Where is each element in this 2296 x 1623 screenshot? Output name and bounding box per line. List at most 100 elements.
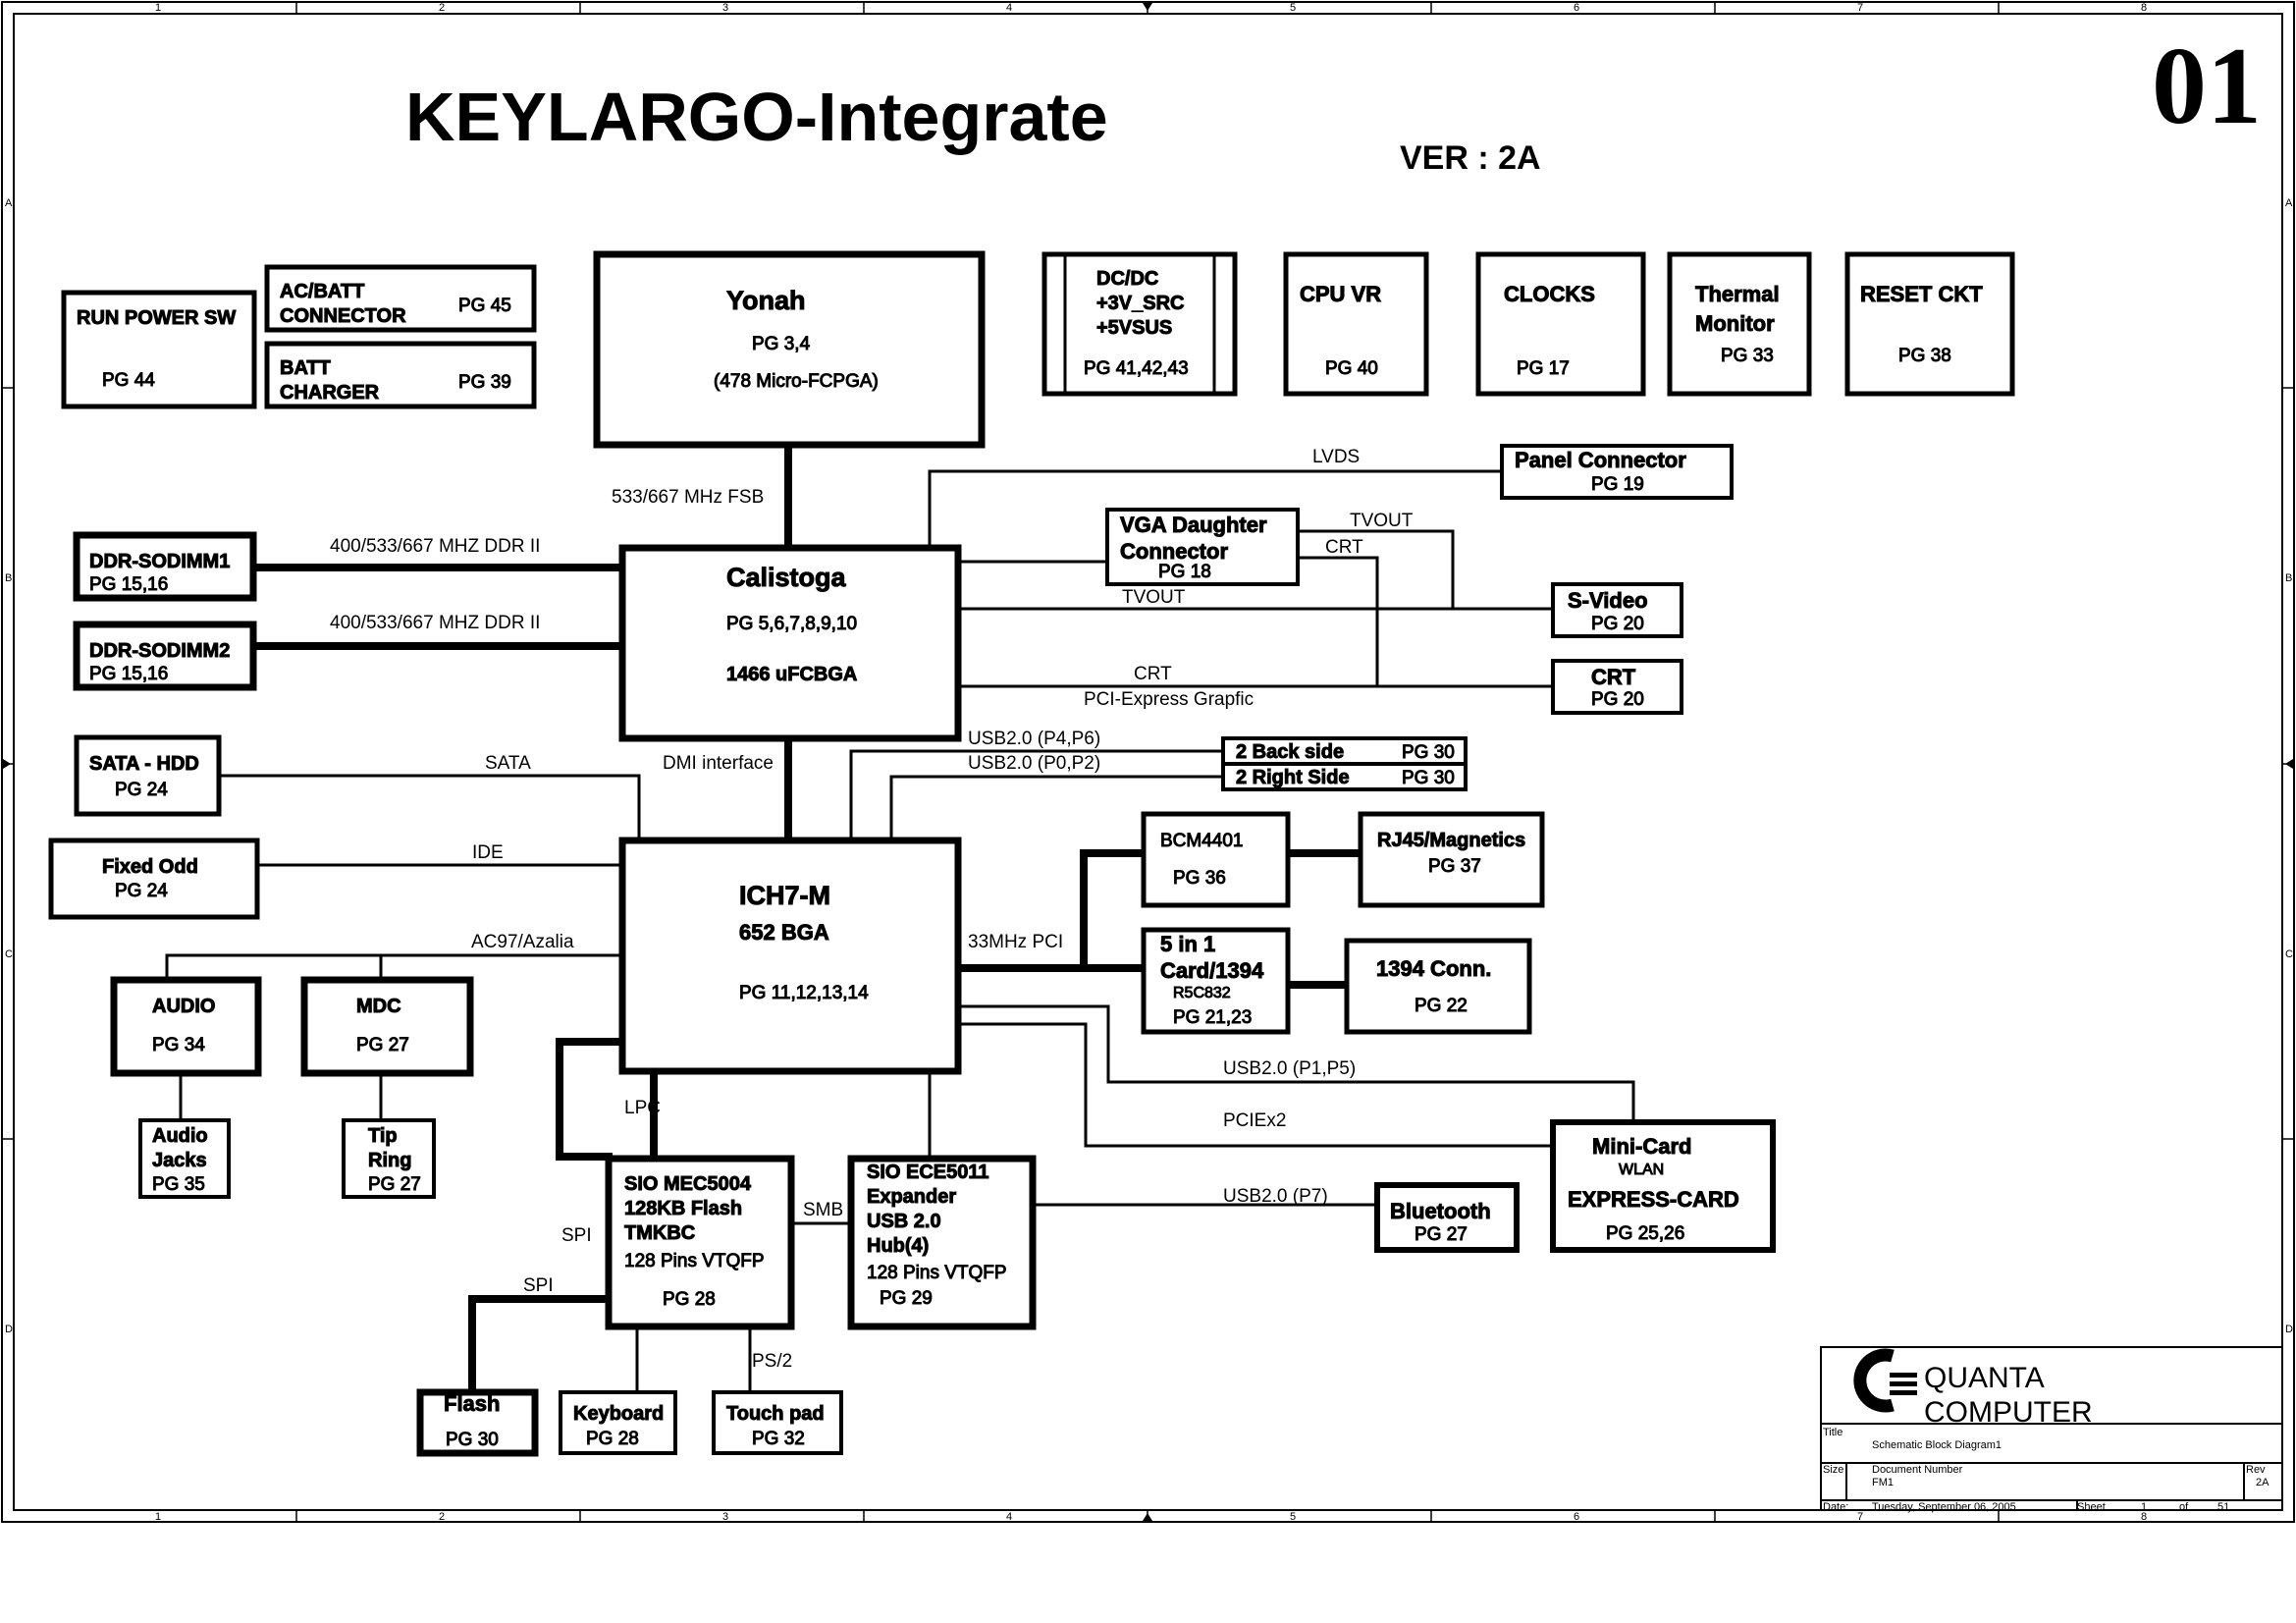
block-name: Monitor (1695, 311, 1775, 336)
block-name: Hub(4) (867, 1235, 929, 1257)
block-name: S-Video (1568, 588, 1648, 613)
pcie-graphic-label: PCI-Express Grapfic (1084, 689, 1254, 710)
tip-ring-block: Tip Ring PG 27 (342, 1118, 436, 1199)
block-subtitle: WLAN (1619, 1162, 1664, 1178)
usb-p0p2-label: USB2.0 (P0,P2) (968, 753, 1100, 774)
block-name: Connector (1120, 539, 1228, 564)
diagram-title: KEYLARGO-Integrate (405, 79, 1108, 155)
sheet-field-value: 1 (2141, 1501, 2147, 1513)
block-name: Expander (867, 1186, 956, 1208)
block-name: 2 Back side (1236, 741, 1344, 763)
block-page: PG 33 (1721, 346, 1774, 366)
col-label: 5 (1290, 1511, 1296, 1523)
ddr2-bus-label: 400/533/667 MHZ DDR II (330, 613, 540, 633)
spi-flash-line (468, 1295, 613, 1396)
thermal-monitor-block: Thermal Monitor PG 33 (1667, 251, 1812, 397)
row-label: A (2285, 197, 2293, 209)
company-name: QUANTA (1924, 1362, 2045, 1394)
col-label: 3 (722, 1511, 728, 1523)
crt-label: CRT (1134, 664, 1172, 684)
block-page: PG 20 (1591, 614, 1644, 634)
crt-vga-label: CRT (1325, 537, 1363, 558)
company-name: COMPUTER (1924, 1396, 2093, 1429)
ps2-label: PS/2 (752, 1351, 792, 1372)
col-label: 8 (2141, 2, 2147, 14)
block-name: RJ45/Magnetics (1377, 830, 1525, 851)
tvout-label: TVOUT (1122, 587, 1186, 608)
block-name: Tip (368, 1125, 398, 1147)
docnum-field-value: FM1 (1872, 1477, 1894, 1488)
col-label: 4 (1006, 2, 1012, 14)
usb-back-side-block: 2 Back side PG 30 (1221, 736, 1468, 766)
batt-charger-block: BATT CHARGER PG 39 (264, 341, 537, 409)
rev-field-value: 2A (2256, 1477, 2269, 1488)
block-page: PG 20 (1591, 689, 1644, 710)
block-page: PG 15,16 (89, 574, 168, 595)
ac-batt-connector-block: AC/BATT CONNECTOR PG 45 (264, 264, 537, 333)
lpc-spi-line (556, 1038, 626, 1161)
block-name: BATT (280, 357, 331, 379)
pciex2-label: PCIEx2 (1223, 1110, 1286, 1131)
block-name: CLOCKS (1504, 282, 1595, 306)
block-page: PG 3,4 (752, 334, 811, 354)
block-subtitle: 1466 uFCBGA (726, 664, 857, 685)
col-label: 7 (1857, 1511, 1863, 1523)
row-label: C (5, 948, 13, 960)
block-name: ICH7-M (739, 881, 830, 910)
pciex2-line (956, 1022, 1555, 1148)
usb-p0p2-line (889, 775, 1225, 842)
usb-p1p5-line (956, 1004, 1635, 1124)
sio-mec5004-block: SIO MEC5004 128KB Flash TMKBC 128 Pins V… (605, 1155, 795, 1330)
block-name: AC/BATT (280, 281, 364, 302)
block-name: +5VSUS (1096, 317, 1172, 339)
block-name: DC/DC (1096, 268, 1158, 290)
touchpad-block: Touch pad PG 32 (712, 1390, 843, 1455)
audio-jacks-block: Audio Jacks PG 35 (138, 1118, 231, 1199)
sata-label: SATA (485, 753, 531, 774)
block-subtitle: 128 Pins VTQFP (624, 1251, 765, 1271)
block-name: CRT (1591, 665, 1636, 689)
block-page: PG 21,23 (1173, 1007, 1252, 1028)
block-page: PG 24 (115, 881, 168, 901)
fsb-label: 533/667 MHz FSB (612, 487, 764, 508)
calistoga-block: Calistoga PG 5,6,7,8,9,10 1466 uFCBGA (618, 544, 962, 742)
quanta-logo-icon (1853, 1348, 1917, 1413)
usb-p7-label: USB2.0 (P7) (1223, 1186, 1328, 1207)
run-power-sw-block: RUN POWER SW PG 44 (61, 290, 257, 409)
vga-daughter-connector-block: VGA Daughter Connector PG 18 (1105, 508, 1300, 586)
crt-block: CRT PG 20 (1551, 659, 1683, 715)
title-field-label: Title (1823, 1427, 1842, 1438)
usb-p4p6-line (849, 749, 1225, 842)
ich7m-block: ICH7-M 652 BGA PG 11,12,13,14 (618, 837, 962, 1075)
block-subtitle: R5C832 (1173, 985, 1231, 1001)
cpu-vr-block: CPU VR PG 40 (1283, 251, 1429, 397)
row-label: B (2285, 572, 2292, 584)
row-label: D (2285, 1324, 2293, 1335)
size-field-label: Size (1823, 1464, 1843, 1476)
sata-hdd-block: SATA - HDD PG 24 (74, 734, 222, 817)
crt-vga-line (1296, 556, 1555, 688)
block-name: Panel Connector (1515, 448, 1686, 472)
connection-lines (165, 441, 1635, 1396)
svideo-block: S-Video PG 20 (1551, 582, 1683, 638)
ddr-sodimm1-block: DDR-SODIMM1 PG 15,16 (73, 531, 257, 602)
block-name: CONNECTOR (280, 305, 406, 327)
rev-field-label: Rev (2246, 1464, 2266, 1476)
block-name: Flash (444, 1391, 500, 1416)
block-name: CPU VR (1300, 282, 1381, 306)
col-label: 1 (155, 1511, 161, 1523)
drawing-frame (1, 1, 2295, 1523)
lpc-label: LPC (624, 1098, 661, 1118)
block-name: SATA - HDD (89, 753, 199, 775)
block-page: PG 44 (102, 370, 155, 391)
mdc-block: MDC PG 27 (300, 976, 474, 1077)
block-name: CHARGER (280, 382, 380, 404)
ddr1-bus-label: 400/533/667 MHZ DDR II (330, 536, 540, 557)
lvds-label: LVDS (1312, 447, 1360, 467)
sheet-number: 01 (2152, 26, 2262, 147)
clocks-block: CLOCKS PG 17 (1475, 251, 1646, 397)
col-label: 4 (1006, 1511, 1012, 1523)
version-label: VER : 2A (1400, 139, 1541, 177)
block-name: Ring (368, 1150, 411, 1171)
lvds-line (928, 469, 1504, 550)
